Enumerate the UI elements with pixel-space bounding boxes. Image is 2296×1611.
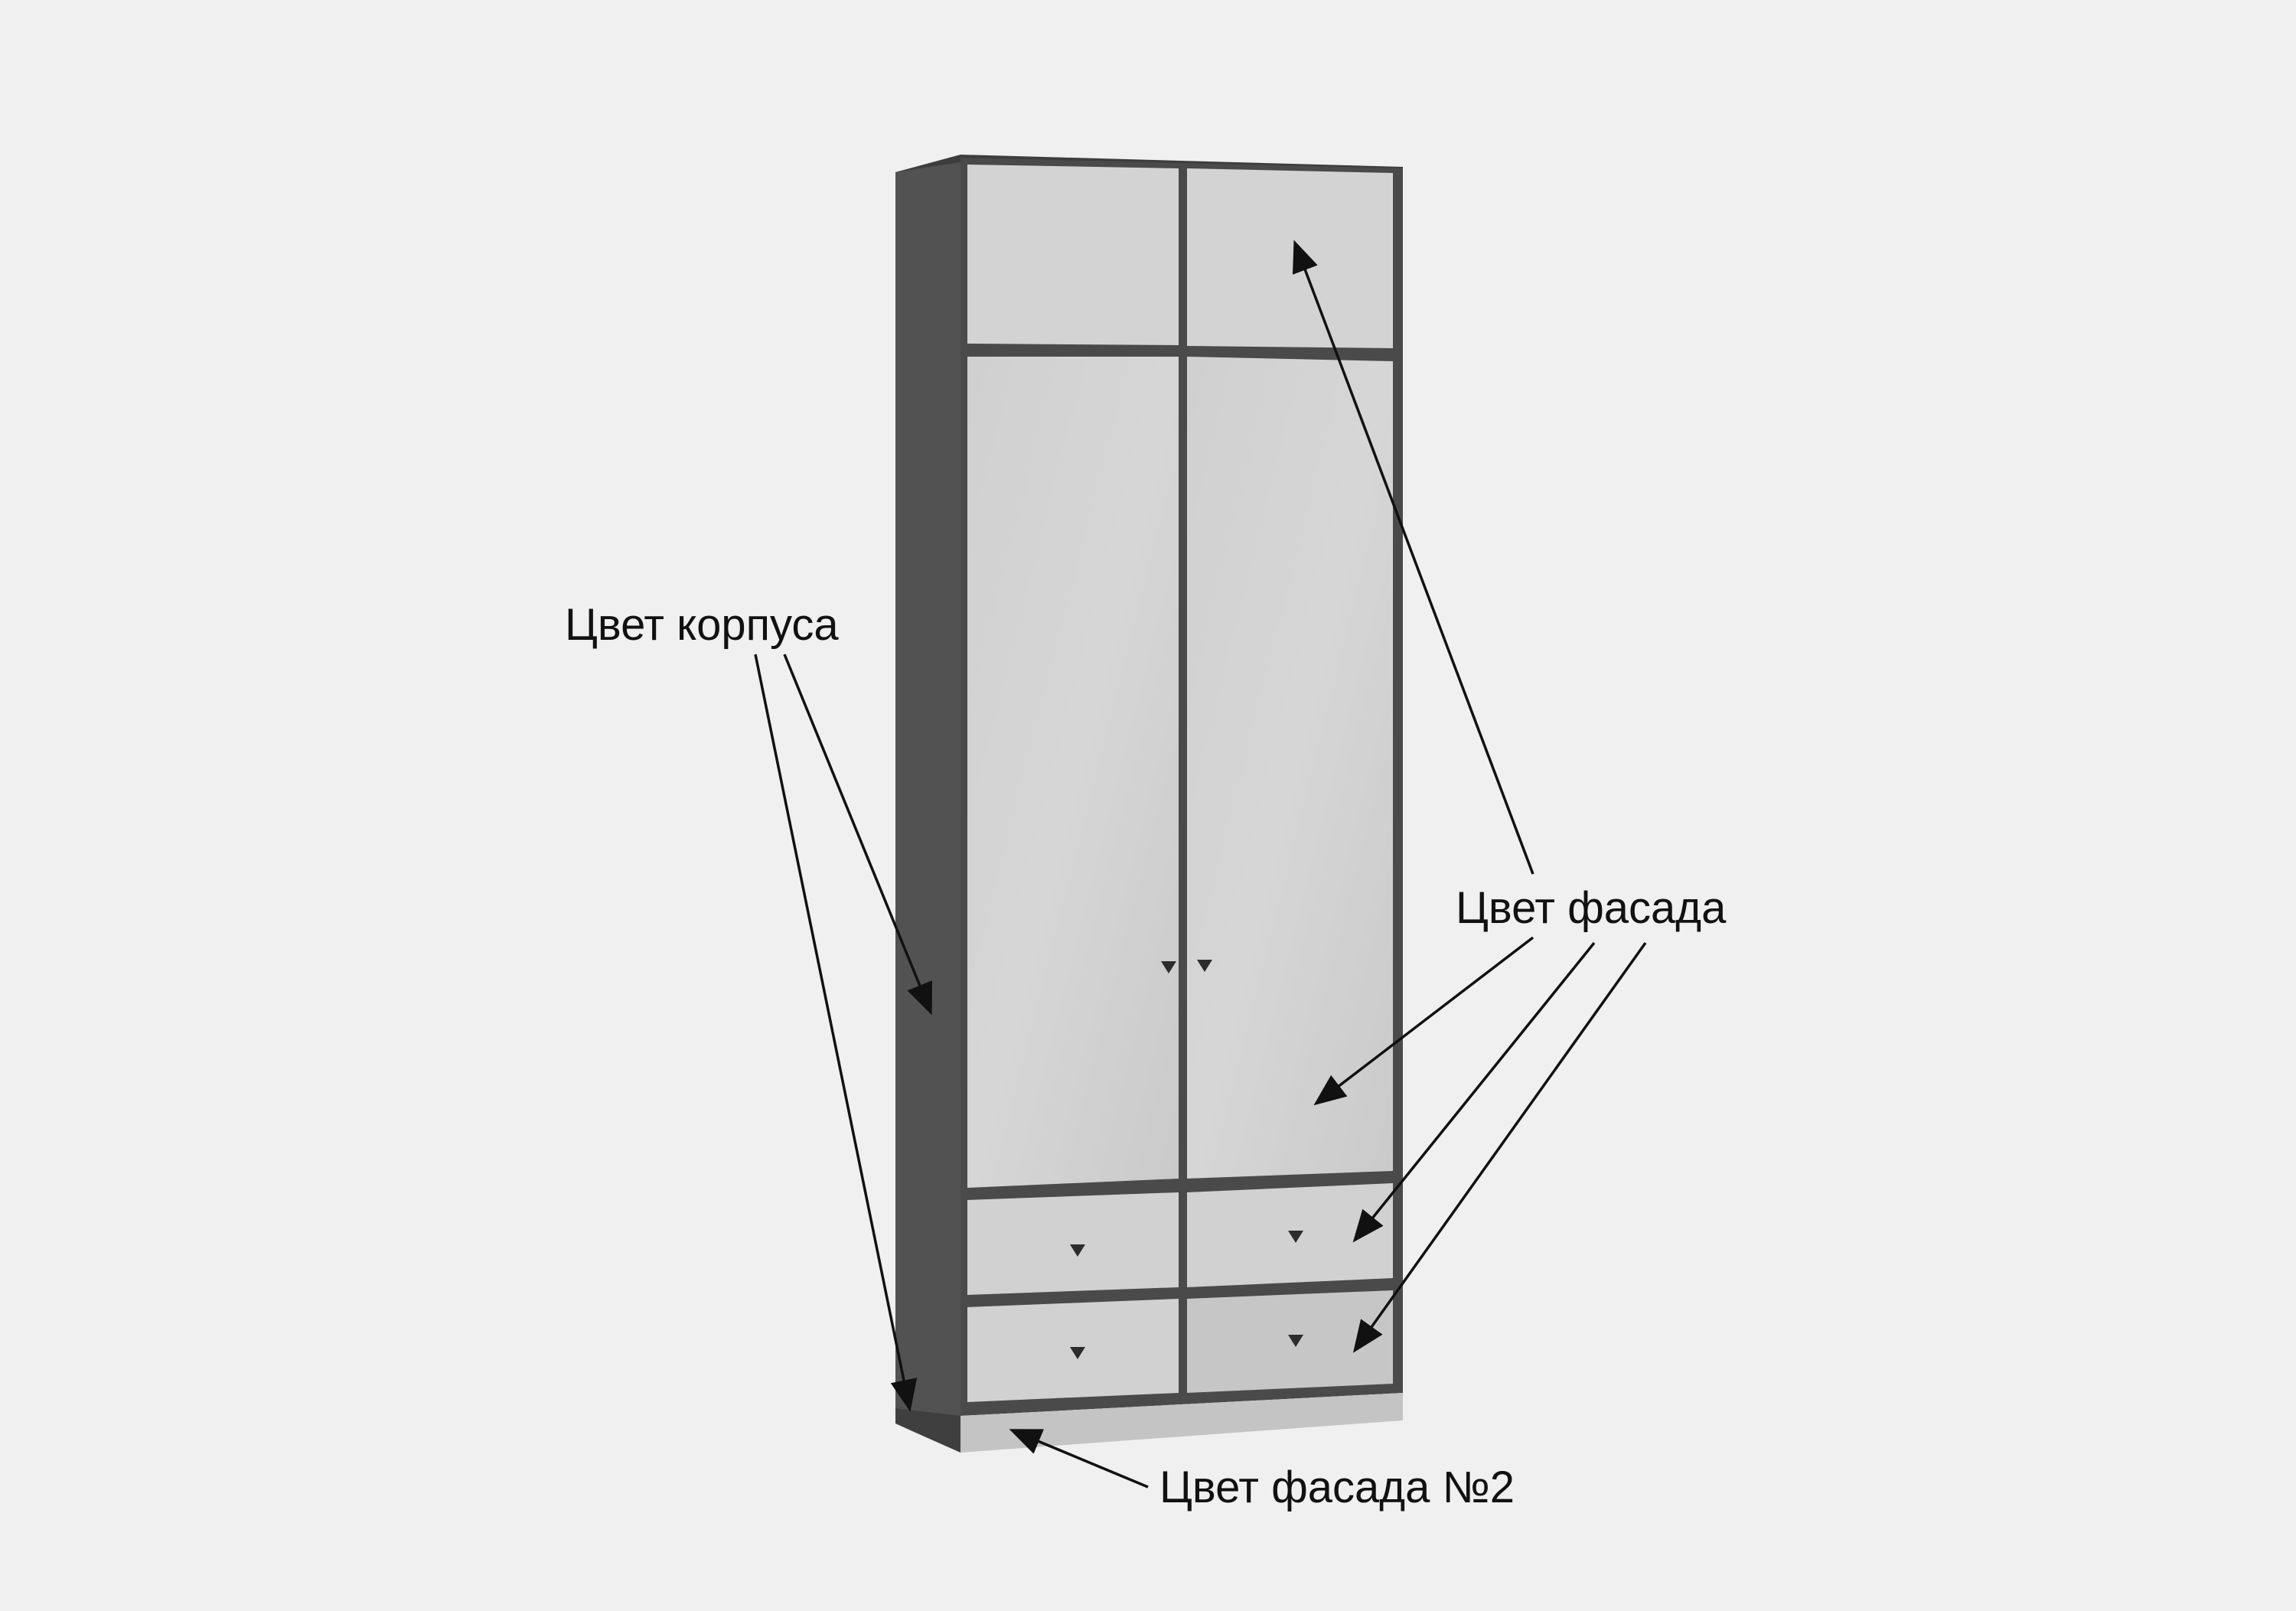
drawer-handle-lower-left [1070, 1347, 1085, 1359]
arrow-facade-to-top-door [1292, 240, 1534, 875]
drawers [967, 1183, 1393, 1402]
facade-color-2-label: Цвет фасада №2 [1159, 1463, 1515, 1512]
main-door-left [967, 357, 1179, 1188]
drawer-handle-upper-right [1288, 1231, 1303, 1243]
plinth [895, 1393, 1403, 1453]
top-door-left [967, 165, 1179, 345]
arrow-facade-2-to-plinth [1009, 1429, 1149, 1489]
drawer-lower-right [1187, 1290, 1393, 1393]
arrow-facade-to-main-door [1313, 936, 1534, 1106]
arrows-body-color [754, 654, 932, 1412]
facade-color-label: Цвет фасада [1456, 883, 1727, 933]
body-color-label: Цвет корпуса [565, 600, 839, 650]
plinth-front [960, 1393, 1403, 1453]
arrow-facade-to-lower-drawer [1352, 941, 1647, 1353]
door-handle-right [1197, 960, 1212, 972]
door-handle-left [1161, 961, 1176, 973]
wardrobe-side-panel [895, 157, 960, 1416]
arrows-facade-color-2 [1009, 1429, 1149, 1489]
drawer-handle-upper-left [1070, 1244, 1085, 1257]
main-door-right [1187, 357, 1393, 1179]
main-doors [967, 357, 1393, 1188]
top-compartment [967, 165, 1393, 348]
top-door-right [1187, 168, 1393, 348]
drawer-handle-lower-right [1288, 1335, 1303, 1347]
drawer-upper-right [1187, 1183, 1393, 1287]
plinth-side [895, 1408, 960, 1453]
arrow-body-to-side [783, 654, 932, 1016]
arrows-facade-color [1292, 240, 1647, 1353]
arrow-body-to-base [754, 654, 918, 1412]
arrow-facade-to-upper-drawer [1352, 941, 1596, 1243]
drawer-upper-left [967, 1192, 1179, 1295]
